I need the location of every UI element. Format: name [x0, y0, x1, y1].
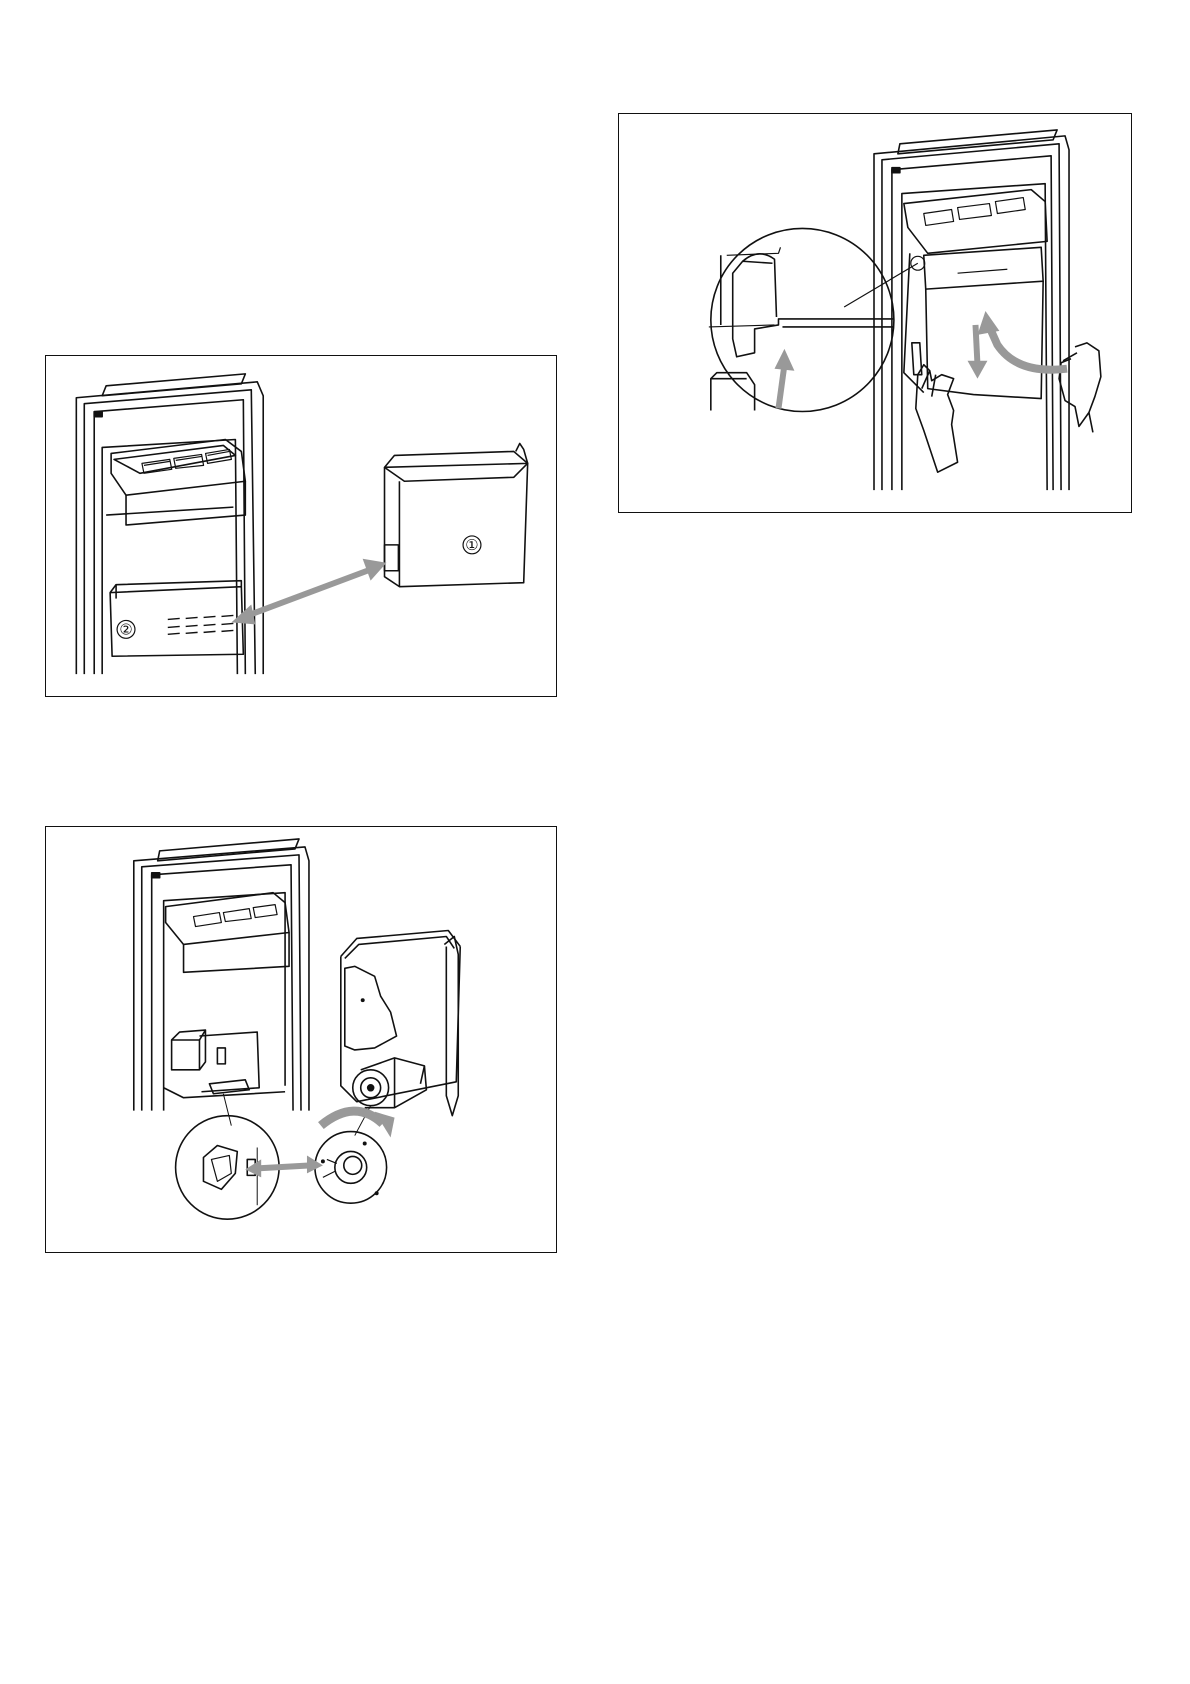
figure-install-ice-bucket: [618, 113, 1132, 513]
up-arrow-icon: [775, 349, 795, 409]
figure-remove-ice-bucket: ① ②: [45, 355, 557, 697]
callout-1: ①: [465, 536, 478, 554]
ice-bucket-install-drawing: [619, 114, 1131, 512]
callout-2: ②: [119, 620, 132, 638]
rotate-arrow-icon: [321, 1111, 395, 1137]
ice-bucket-removal-drawing: ① ②: [46, 356, 556, 696]
drive-coupling-drawing: [46, 827, 556, 1252]
curved-insert-arrow-icon: [977, 311, 1067, 370]
figure-bucket-drive-coupling: [45, 826, 557, 1253]
